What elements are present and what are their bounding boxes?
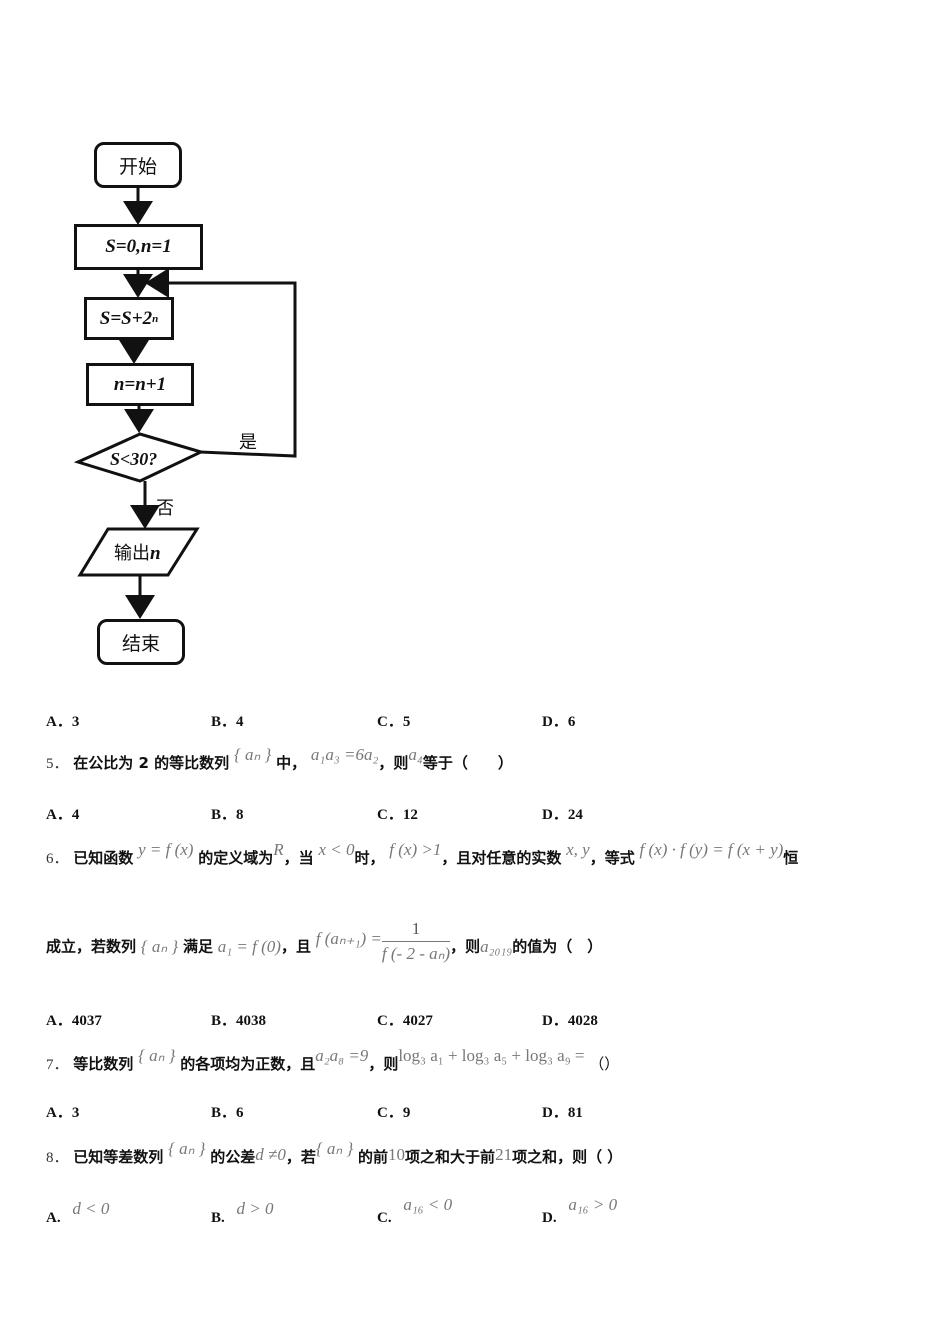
question-7-stem: 7． 等比数列 { aₙ } 的各项均为正数，且a₂a₈ =9，则log₃ a₁…: [46, 1046, 620, 1073]
option-a[interactable]: A．4037: [46, 1013, 102, 1029]
question-5-stem: 5． 在公比为 2 的等比数列 { aₙ } 中， a₁a₃ =6a₂，则a₄等…: [46, 745, 513, 772]
option-b[interactable]: B．8: [211, 807, 244, 823]
option-d[interactable]: D．4028: [542, 1013, 598, 1029]
output-parallelogram: [77, 527, 200, 577]
option-a[interactable]: A．3: [46, 1105, 80, 1121]
option-c[interactable]: C．9: [377, 1105, 411, 1121]
option-b[interactable]: B．4: [211, 714, 244, 730]
option-b[interactable]: B. d > 0: [211, 1199, 274, 1226]
update-s-exponent: n: [152, 312, 159, 325]
end-terminal: 结束: [97, 619, 185, 665]
end-label: 结束: [121, 632, 160, 655]
option-d[interactable]: D. a₁₆ > 0: [542, 1195, 618, 1226]
condition-label: S<30?: [110, 449, 158, 469]
option-d[interactable]: D．81: [542, 1105, 583, 1121]
option-d[interactable]: D．24: [542, 807, 583, 823]
start-terminal: 开始: [94, 142, 182, 188]
update-n-process: n=n+1: [86, 363, 194, 406]
start-label: 开始: [118, 155, 157, 178]
option-b[interactable]: B．4038: [211, 1013, 267, 1029]
option-b[interactable]: B．6: [211, 1105, 244, 1121]
option-a[interactable]: A．4: [46, 807, 80, 823]
question-6-stem-line1: 6． 已知函数 y = f (x) 的定义域为R，当 x < 0时， f (x)…: [46, 840, 799, 867]
option-a[interactable]: A. d < 0: [46, 1199, 110, 1226]
option-d[interactable]: D．6: [542, 714, 576, 730]
condition-diamond: [73, 432, 206, 483]
yes-label: 是: [239, 432, 257, 453]
flowchart-connectors: [73, 187, 297, 619]
option-c[interactable]: C．5: [377, 714, 411, 730]
question-8-stem: 8． 已知等差数列 { aₙ } 的公差d ≠0，若{ aₙ } 的前10项之和…: [46, 1139, 623, 1166]
option-a[interactable]: A．3: [46, 714, 80, 730]
update-s-label: S=S+2: [99, 307, 153, 329]
question-6-stem-line2: 成立，若数列 { aₙ } 满足 a₁ = f (0)，且 f (aₙ₊₁) =…: [46, 919, 603, 963]
init-label: S=0,n=1: [105, 236, 172, 257]
update-n-label: n=n+1: [113, 373, 167, 395]
init-process: S=0,n=1: [74, 224, 203, 270]
no-label: 否: [156, 498, 174, 519]
option-c[interactable]: C．12: [377, 807, 418, 823]
option-c[interactable]: C．4027: [377, 1013, 433, 1029]
option-c[interactable]: C. a₁₆ < 0: [377, 1195, 453, 1226]
output-label: 输出n: [114, 543, 161, 564]
